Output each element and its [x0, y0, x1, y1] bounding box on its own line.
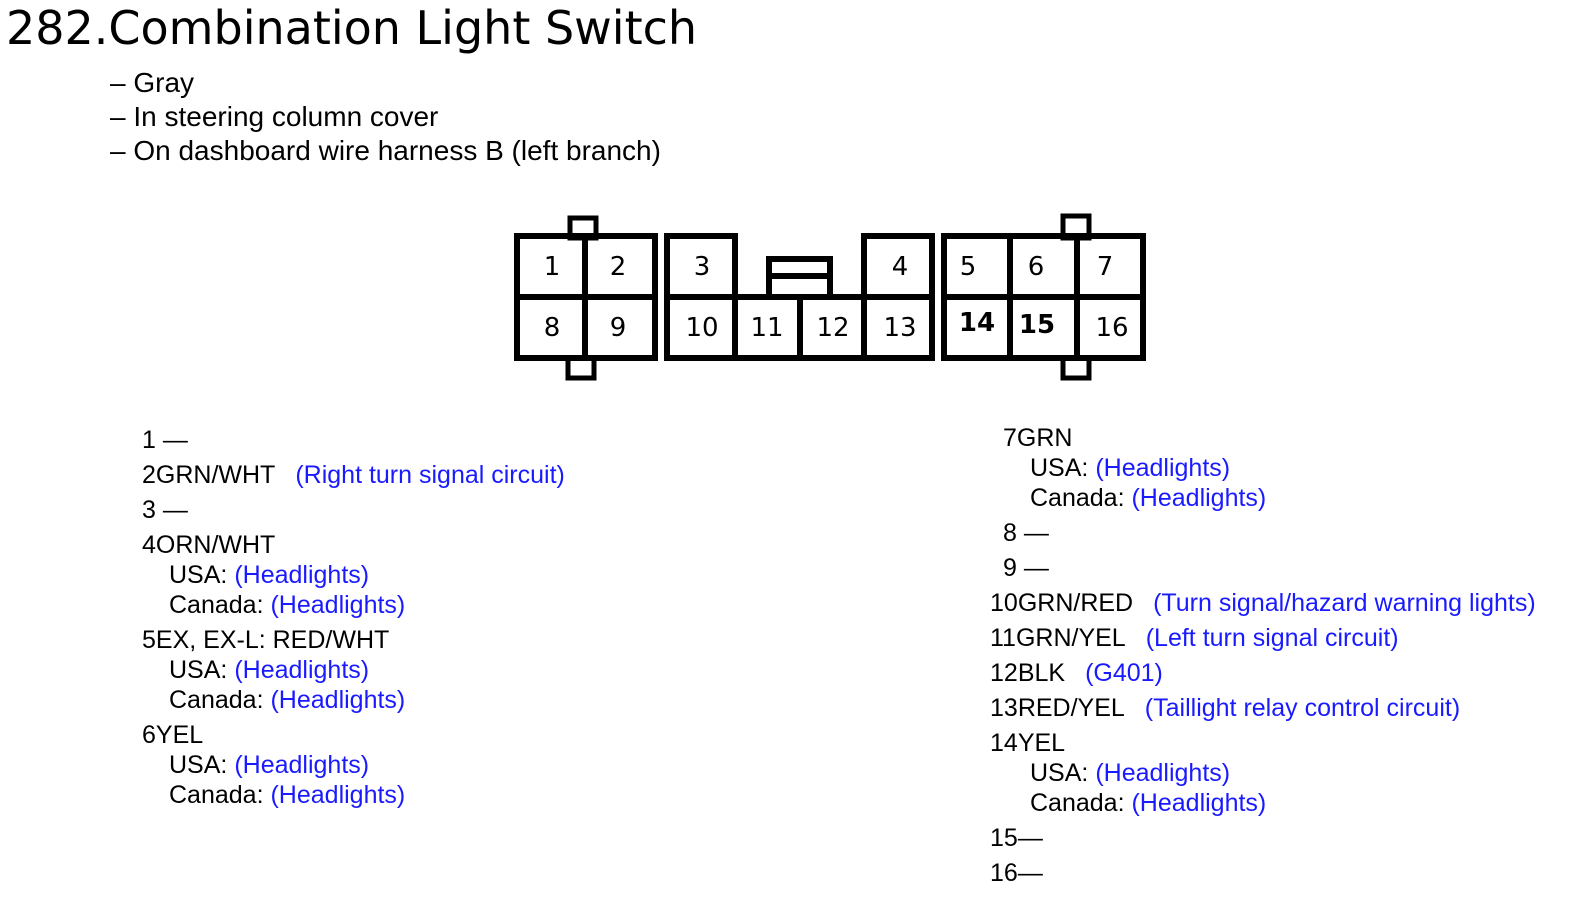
circuit-link[interactable]: (Headlights)	[234, 656, 370, 684]
connector-pin-9-label: 9	[610, 313, 627, 343]
pin-wire: —	[155, 426, 188, 454]
pin-16-entry: 16—	[990, 858, 1536, 888]
note-location: – In steering column cover	[110, 101, 439, 132]
pin-wire: EX, EX-L: RED/WHT	[155, 626, 390, 654]
circuit-link[interactable]: (Headlights)	[270, 591, 406, 619]
usa-label: USA:	[169, 751, 228, 779]
note-color: – Gray	[110, 67, 195, 98]
pin-7-entry: 7GRN USA: (Headlights) Canada: (Headligh…	[990, 423, 1536, 513]
pin-wire: GRN/YEL	[1015, 624, 1126, 652]
circuit-link[interactable]: (Headlights)	[270, 686, 406, 714]
circuit-link[interactable]: (Headlights)	[234, 561, 370, 589]
pin-wire: GRN	[1016, 424, 1073, 452]
circuit-link[interactable]: (Headlights)	[1095, 454, 1231, 482]
connector-pin-8-label: 8	[544, 313, 561, 343]
pin-1-entry: 1 —	[142, 425, 565, 455]
pin-5-entry: 5EX, EX-L: RED/WHT USA: (Headlights) Can…	[142, 625, 565, 715]
pin-10-entry: 10GRN/RED (Turn signal/hazard warning lig…	[990, 588, 1536, 618]
pin-list-left: 1 — 2GRN/WHT(Right turn signal circuit) …	[142, 425, 565, 810]
pin-number: 15	[990, 824, 1018, 852]
pin-number: 3	[142, 496, 156, 524]
connector-pin-3-label: 3	[694, 252, 711, 282]
pin-wire: YEL	[1017, 729, 1066, 757]
pin-number: 1	[142, 426, 156, 454]
pin-number: 5	[142, 626, 156, 654]
circuit-link[interactable]: (Headlights)	[1131, 789, 1267, 817]
connector-pin-16-label: 16	[1095, 313, 1128, 343]
connector-pin-10-label: 10	[685, 313, 718, 343]
pin-number: 2	[142, 461, 156, 489]
canada-label: Canada:	[1030, 789, 1125, 817]
pin-number: 11	[990, 624, 1016, 652]
connector-pin-12-label: 12	[816, 313, 849, 343]
connector-pin-14-label: 14	[959, 308, 995, 338]
connector-pin-1-label: 1	[544, 252, 561, 282]
pin-14-entry: 14YEL USA: (Headlights) Canada: (Headlig…	[990, 728, 1536, 818]
pin-number: 10	[990, 589, 1018, 617]
connector-pin-11-label: 11	[750, 313, 783, 343]
usa-label: USA:	[169, 656, 228, 684]
pin-wire: YEL	[155, 721, 204, 749]
usa-label: USA:	[1030, 759, 1089, 787]
pin-number: 16	[990, 859, 1018, 887]
pin-15-entry: 15—	[990, 823, 1536, 853]
canada-label: Canada:	[169, 686, 264, 714]
pin-wire: —	[1017, 824, 1043, 852]
pin-number: 6	[142, 721, 156, 749]
note-harness: – On dashboard wire harness B (left bran…	[110, 135, 661, 166]
pin-number: 7	[1003, 424, 1017, 452]
connector-pin-4-label: 4	[892, 252, 909, 282]
connector-pin-15-label: 15	[1019, 310, 1055, 340]
pin-wire: RED/YEL	[1017, 694, 1125, 722]
pin-wire: —	[1016, 554, 1049, 582]
pin-number: 14	[990, 729, 1018, 757]
connector-pin-2-label: 2	[610, 252, 627, 282]
pin-wire: GRN/WHT	[155, 461, 276, 489]
page-title: 282.Combination Light Switch	[6, 1, 698, 55]
pin-3-entry: 3 —	[142, 495, 565, 525]
pin-wire: —	[1017, 859, 1043, 887]
pin-2-entry: 2GRN/WHT (Right turn signal circuit)	[142, 460, 565, 490]
pin-13-entry: 13RED/YEL (Taillight relay control circui…	[990, 693, 1536, 723]
circuit-link[interactable]: (Taillight relay control circuit)	[1144, 694, 1461, 722]
pin-wire: —	[155, 496, 188, 524]
pin-list-right: 7GRN USA: (Headlights) Canada: (Headligh…	[990, 423, 1536, 888]
pin-number: 9	[1003, 554, 1017, 582]
pin-8-entry: 8 —	[990, 518, 1536, 548]
connector-diagram: 1 2 3 4 5 6 7 8 9 10 11 12 13 14 15 16	[514, 213, 1146, 381]
pin-6-entry: 6YEL USA: (Headlights) Canada: (Headligh…	[142, 720, 565, 810]
pin-number: 4	[142, 531, 156, 559]
circuit-link[interactable]: (Right turn signal circuit)	[295, 461, 565, 489]
pin-wire: —	[1016, 519, 1049, 547]
canada-label: Canada:	[169, 591, 264, 619]
pin-wire: GRN/RED	[1017, 589, 1134, 617]
pin-9-entry: 9 —	[990, 553, 1536, 583]
connector-pin-13-label: 13	[883, 313, 916, 343]
circuit-link[interactable]: (Headlights)	[1095, 759, 1231, 787]
pin-11-entry: 11GRN/YEL (Left turn signal circuit)	[990, 623, 1536, 653]
usa-label: USA:	[1030, 454, 1089, 482]
circuit-link[interactable]: (Headlights)	[1131, 484, 1267, 512]
canada-label: Canada:	[169, 781, 264, 809]
pin-number: 13	[990, 694, 1018, 722]
pin-wire: BLK	[1017, 659, 1066, 687]
pin-wire: ORN/WHT	[155, 531, 276, 559]
connector-notes: – Gray – In steering column cover – On d…	[110, 66, 661, 168]
connector-pin-6-label: 6	[1028, 252, 1045, 282]
canada-label: Canada:	[1030, 484, 1125, 512]
pin-number: 8	[1003, 519, 1017, 547]
pin-12-entry: 12BLK (G401)	[990, 658, 1536, 688]
circuit-link[interactable]: (Turn signal/hazard warning lights)	[1153, 589, 1536, 617]
circuit-link[interactable]: (Left turn signal circuit)	[1145, 624, 1399, 652]
usa-label: USA:	[169, 561, 228, 589]
circuit-link[interactable]: (G401)	[1085, 659, 1163, 687]
circuit-link[interactable]: (Headlights)	[270, 781, 406, 809]
connector-pin-5-label: 5	[960, 252, 977, 282]
circuit-link[interactable]: (Headlights)	[234, 751, 370, 779]
connector-pin-7-label: 7	[1097, 252, 1114, 282]
pin-number: 12	[990, 659, 1018, 687]
pin-4-entry: 4ORN/WHT USA: (Headlights) Canada: (Head…	[142, 530, 565, 620]
